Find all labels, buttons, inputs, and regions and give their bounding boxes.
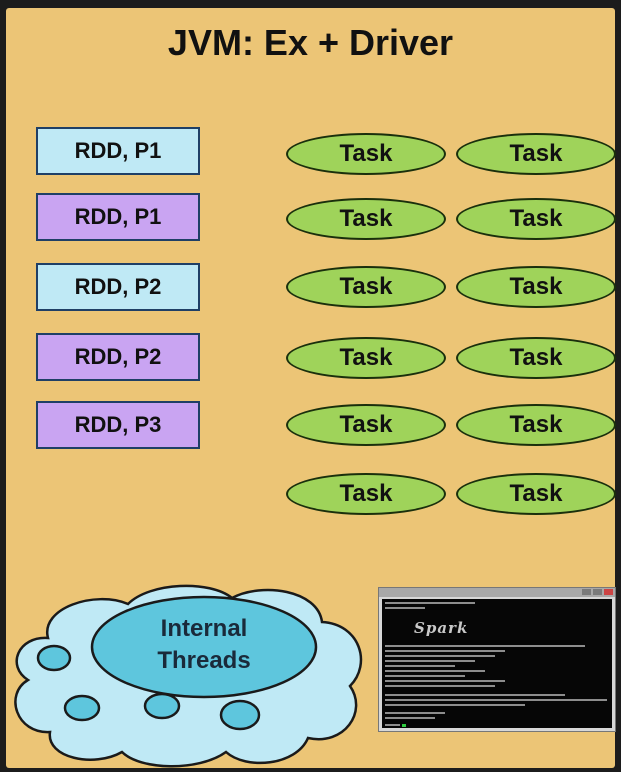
rdd-partition-box: RDD, P2 xyxy=(36,333,200,381)
task-ellipse: Task xyxy=(286,133,446,175)
task-label: Task xyxy=(509,411,563,438)
rdd-partition-box: RDD, P2 xyxy=(36,263,200,311)
thread-bubble xyxy=(36,644,72,672)
rdd-label: RDD, P3 xyxy=(74,412,162,437)
task-label: Task xyxy=(509,205,563,232)
terminal-line xyxy=(385,724,400,726)
terminal-line xyxy=(385,675,465,677)
task-ellipse: Task xyxy=(456,473,616,515)
terminal-line xyxy=(385,680,505,682)
task-ellipse: Task xyxy=(286,266,446,308)
task-label: Task xyxy=(509,140,563,167)
task-label: Task xyxy=(509,344,563,371)
task-label: Task xyxy=(509,480,563,507)
maximize-icon xyxy=(593,589,602,595)
task-label: Task xyxy=(339,480,393,507)
terminal-line xyxy=(385,670,485,672)
terminal-line xyxy=(385,655,495,657)
terminal-line xyxy=(385,694,565,696)
terminal-line xyxy=(385,699,607,701)
diagram-title: JVM: Ex + Driver xyxy=(167,22,454,63)
task-ellipse: Task xyxy=(456,266,616,308)
task-label: Task xyxy=(339,344,393,371)
rdd-partition-box: RDD, P3 xyxy=(36,401,200,449)
task-label: Task xyxy=(339,140,393,167)
threads-line-2: Threads xyxy=(157,647,251,674)
spark-shell-screenshot: Spark xyxy=(378,587,616,732)
task-ellipse: Task xyxy=(456,133,616,175)
terminal-line xyxy=(385,712,445,714)
rdd-partition-box: RDD, P1 xyxy=(36,193,200,241)
thread-bubble xyxy=(63,694,101,722)
terminal-cursor xyxy=(402,724,406,727)
terminal-titlebar xyxy=(379,588,615,597)
task-ellipse: Task xyxy=(286,473,446,515)
rdd-label: RDD, P2 xyxy=(74,344,162,369)
task-label: Task xyxy=(509,273,563,300)
terminal-line xyxy=(385,660,475,662)
window-controls xyxy=(582,589,613,595)
minimize-icon xyxy=(582,589,591,595)
task-label: Task xyxy=(339,205,393,232)
rdd-label: RDD, P1 xyxy=(74,138,162,163)
threads-ellipse xyxy=(90,595,318,699)
task-ellipse: Task xyxy=(456,337,616,379)
terminal-line xyxy=(385,717,435,719)
task-ellipse: Task xyxy=(456,198,616,240)
close-icon xyxy=(604,589,613,595)
terminal-line xyxy=(385,645,585,647)
threads-line-1: Internal xyxy=(160,615,248,642)
task-label: Task xyxy=(339,411,393,438)
terminal-line xyxy=(385,650,505,652)
rdd-partition-box: RDD, P1 xyxy=(36,127,200,175)
internal-threads-label: Internal Threads xyxy=(130,613,278,677)
thread-bubble xyxy=(219,699,261,731)
task-ellipse: Task xyxy=(456,404,616,446)
terminal-line xyxy=(385,607,425,609)
thread-cloud xyxy=(14,584,363,768)
rdd-label: RDD, P1 xyxy=(74,204,162,229)
task-ellipse: Task xyxy=(286,198,446,240)
rdd-label: RDD, P2 xyxy=(74,274,162,299)
task-label: Task xyxy=(339,273,393,300)
terminal-line xyxy=(385,665,455,667)
terminal-line xyxy=(385,602,475,604)
task-ellipse: Task xyxy=(286,404,446,446)
terminal-line xyxy=(385,704,525,706)
thread-bubble xyxy=(143,692,181,720)
terminal-line xyxy=(385,685,495,687)
spark-logo-icon: Spark xyxy=(414,619,469,637)
task-ellipse: Task xyxy=(286,337,446,379)
terminal-screen: Spark xyxy=(382,599,612,728)
